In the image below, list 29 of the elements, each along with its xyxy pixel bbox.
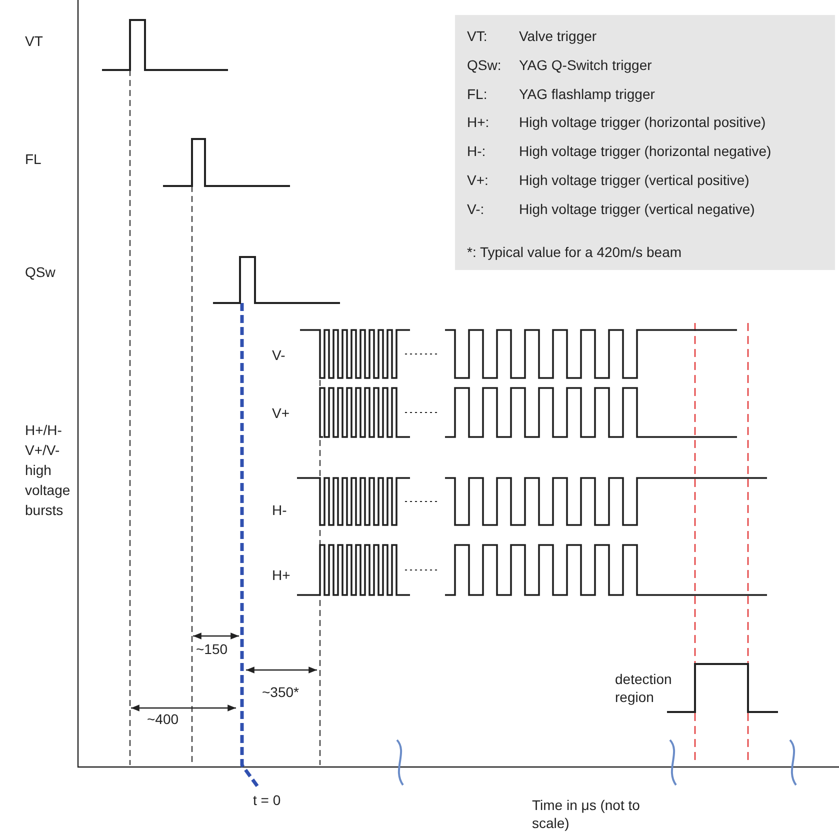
axis-title: Time in μs (not to scale) bbox=[532, 796, 641, 832]
legend-description: Valve trigger bbox=[519, 27, 597, 45]
dimension-label: ~350* bbox=[262, 683, 299, 701]
signal-label: H+ bbox=[272, 566, 290, 584]
dimension-label: ~150 bbox=[196, 640, 228, 658]
signal-label: FL bbox=[25, 150, 42, 168]
time-marker-label: t = 0 bbox=[253, 791, 281, 809]
abbreviation: V-: bbox=[467, 200, 484, 218]
abbreviation: QSw: bbox=[467, 56, 502, 74]
legend-description: High voltage trigger (vertical negative) bbox=[519, 200, 755, 218]
signal-label: V+ bbox=[272, 404, 290, 422]
legend-description: High voltage trigger (vertical positive) bbox=[519, 171, 750, 189]
signal-label: H+/H- V+/V- high voltage bursts bbox=[25, 421, 72, 520]
legend-description: YAG Q-Switch trigger bbox=[519, 56, 652, 74]
dimension-label: ~400 bbox=[147, 710, 179, 728]
signal-label: VT bbox=[25, 32, 43, 50]
abbreviation: FL: bbox=[467, 84, 488, 103]
abbreviation: VT: bbox=[467, 27, 488, 45]
footnote: *: Typical value for a 420m/s beam bbox=[467, 243, 682, 261]
legend-description: High voltage trigger (horizontal positive) bbox=[519, 113, 766, 132]
legend-description: YAG flashlamp trigger bbox=[519, 84, 655, 103]
region-label: detection region bbox=[615, 670, 673, 706]
abbreviation: H-: bbox=[467, 142, 486, 160]
signal-label: H- bbox=[272, 501, 287, 519]
signal-label: QSw bbox=[25, 263, 56, 281]
abbreviation: V+: bbox=[467, 171, 488, 189]
legend-description: High voltage trigger (horizontal negative) bbox=[519, 142, 772, 160]
signal-label: V- bbox=[272, 346, 286, 364]
abbreviation: H+: bbox=[467, 113, 490, 132]
